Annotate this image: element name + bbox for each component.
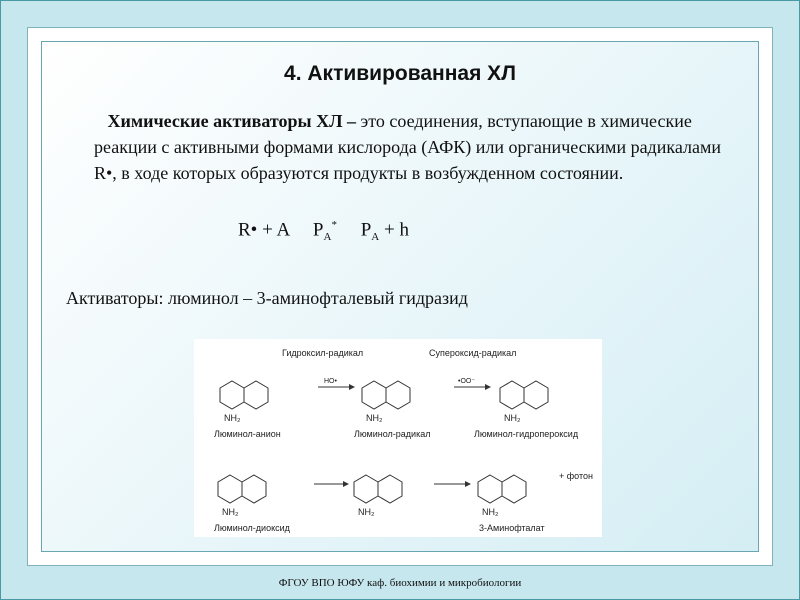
nh2-label: NH₂ (504, 413, 521, 423)
photon-label: + фотон (559, 471, 593, 481)
formula-product: P (360, 219, 372, 241)
luminol-radical-structure (361, 380, 411, 410)
slide-content: 4. Активированная ХЛ Химические активато… (41, 41, 759, 552)
activators-text: Активаторы: люминол – 3-аминофталевый ги… (66, 288, 468, 308)
formula-light: + h (379, 219, 409, 241)
formula-reactants: R• + A (238, 219, 290, 241)
reaction-formula: R• + A PA* PA + h (238, 219, 409, 243)
formula-sub: A (371, 231, 380, 244)
formula-sup: * (331, 219, 337, 231)
label-hydroxyl: Гидроксил-радикал (282, 348, 363, 358)
slide-footer: ФГОУ ВПО ЮФУ каф. биохимии и микробиолог… (278, 577, 522, 589)
label-luminol-radical: Люминол-радикал (354, 429, 430, 439)
slide-frame: 4. Активированная ХЛ Химические активато… (27, 27, 773, 566)
luminol-reaction-scheme: Гидроксил-радикал Супероксид-радикал NH₂… (194, 339, 602, 537)
aminophthalate-structure (477, 474, 527, 504)
definition-text: это соединения, вступающие в химические … (94, 111, 721, 183)
nh2-label: NH₂ (366, 413, 383, 423)
formula-excited-product: P (312, 219, 324, 241)
intermediate-structure (353, 474, 403, 504)
luminol-anion-structure (219, 380, 269, 410)
definition-term: Химические активаторы ХЛ – (107, 111, 357, 131)
formula-sub: A (323, 231, 332, 244)
slide-title: 4. Активированная ХЛ (284, 62, 516, 85)
definition-paragraph: Химические активаторы ХЛ – это соединени… (94, 108, 734, 186)
nh2-label: NH₂ (482, 507, 499, 517)
luminol-hydroperoxide-structure (499, 380, 549, 410)
nh2-label: NH₂ (358, 507, 375, 517)
superoxide-reagent: •OO⁻ (458, 378, 475, 385)
label-superoxide: Супероксид-радикал (429, 348, 516, 358)
label-luminol-anion: Люминол-анион (214, 429, 281, 439)
label-luminol-dioxide: Люминол-диоксид (214, 523, 291, 533)
scheme-svg: Гидроксил-радикал Супероксид-радикал NH₂… (214, 348, 593, 533)
label-luminol-hydroperoxide: Люминол-гидропероксид (474, 429, 579, 439)
nh2-label: NH₂ (222, 507, 239, 517)
nh2-label: NH₂ (224, 413, 241, 423)
label-aminophthalate: 3-Аминофталат (479, 523, 545, 533)
hydroxyl-reagent: HO• (324, 378, 338, 385)
luminol-dioxide-structure (217, 474, 267, 504)
